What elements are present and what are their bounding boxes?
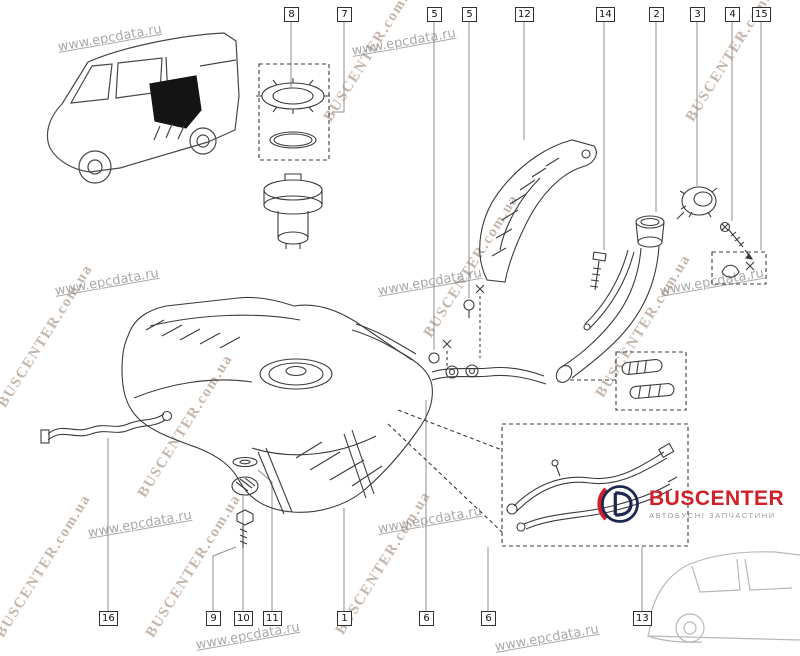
fuel-lines-box: [387, 409, 689, 547]
callout-box-5b[interactable]: 5: [462, 7, 477, 22]
logo-tagline: АВТОБУСНІ ЗАПЧАСТИНИ: [649, 510, 776, 520]
callout-box-14[interactable]: 14: [596, 7, 615, 22]
fuel-cap: [676, 186, 718, 220]
flange-bolt: [589, 251, 607, 291]
filler-hose-and-clamps: [428, 284, 547, 385]
fuel-tank: [121, 296, 433, 515]
callout-box-6b[interactable]: 6: [481, 611, 496, 626]
callout-box-4[interactable]: 4: [725, 7, 740, 22]
logo-name: BUSCENTER: [649, 486, 785, 510]
callout-box-5a[interactable]: 5: [427, 7, 442, 22]
buscenter-logo-mark: [597, 485, 639, 523]
callout-box-10[interactable]: 10: [234, 611, 253, 626]
buscenter-logo: BUSCENTER АВТОБУСНІ ЗАПЧАСТИНИ: [595, 480, 784, 528]
callout-box-13[interactable]: 13: [633, 611, 652, 626]
heat-shield: [479, 139, 597, 283]
fuel-pump-module: [263, 173, 323, 249]
callout-box-9[interactable]: 9: [206, 611, 221, 626]
callout-box-11[interactable]: 11: [263, 611, 282, 626]
callout-box-15[interactable]: 15: [752, 7, 771, 22]
callout-box-1[interactable]: 1: [337, 611, 352, 626]
callout-box-2[interactable]: 2: [649, 7, 664, 22]
clip-kit-box: [711, 251, 767, 285]
callout-box-3[interactable]: 3: [690, 7, 705, 22]
vehicle-thumbnail: [46, 32, 240, 184]
van-sketch-light: [647, 551, 800, 643]
callout-box-8[interactable]: 8: [284, 7, 299, 22]
callout-box-6a[interactable]: 6: [419, 611, 434, 626]
washer-grommet-bolt: [231, 456, 259, 548]
leader-lines: [107, 22, 762, 611]
callout-box-7[interactable]: 7: [337, 7, 352, 22]
callout-box-12[interactable]: 12: [515, 7, 534, 22]
fuel-line-left: [40, 410, 173, 444]
filler-pipe: [555, 215, 665, 383]
callout-box-16[interactable]: 16: [99, 611, 118, 626]
pump-ring-kit: [256, 63, 330, 161]
screw: [719, 221, 754, 260]
hose-kit-box: [568, 351, 687, 411]
